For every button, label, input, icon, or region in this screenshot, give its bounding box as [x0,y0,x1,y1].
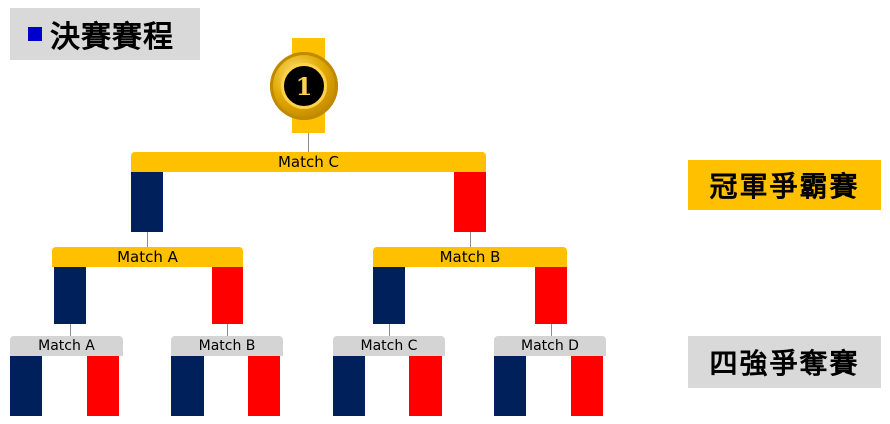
final-flag-left-navy [131,172,163,232]
medal-number: 1 [281,63,327,109]
qf4-flag-red [571,356,603,416]
qf3-flag-navy [333,356,365,416]
qf-match-label-2: Match B [198,338,256,354]
connector-line [227,324,228,336]
gold-medal-icon: 1 [270,52,338,120]
qf2-flag-navy [171,356,204,416]
title-box: 決賽賽程 [10,8,200,60]
square-bullet-icon [28,27,42,41]
qf1-flag-navy [10,356,42,416]
semi-left-label: Match A [117,248,178,266]
qf2-flag-white [204,356,248,416]
page-title: 決賽賽程 [50,20,174,55]
qf4-flag-white [526,356,571,416]
final-match-bar: Match C [131,152,486,172]
connector-line [308,133,309,152]
final-match-label: Match C [277,153,339,171]
qf-match-bar-4: Match D [494,336,606,356]
semi-right-label: Match B [439,248,501,266]
qf1-flag-white [42,356,87,416]
semi-right-match-bar: Match B [373,247,567,267]
connector-line [470,232,471,247]
qf-match-bar-1: Match A [10,336,123,356]
connector-line [551,324,552,336]
semi-stage-label: 四強爭奪賽 [688,336,881,388]
qf3-flag-white [365,356,409,416]
qf-match-bar-3: Match C [333,336,445,356]
qf1-flag-red [87,356,119,416]
qf-match-bar-2: Match B [171,336,283,356]
semi-left-match-bar: Match A [52,247,243,267]
qf-match-label-1: Match A [38,338,95,354]
qf-match-label-3: Match C [360,338,418,354]
connector-line [389,324,390,336]
qf2-flag-red [248,356,280,416]
qf3-flag-red [409,356,442,416]
connector-line [147,232,148,247]
qf-match-label-4: Match D [521,338,579,354]
semi-right-flag-navy [373,267,405,324]
semi-right-flag-red [535,267,567,324]
connector-line [70,324,71,336]
qf4-flag-navy [494,356,526,416]
semi-left-flag-navy [54,267,86,324]
final-flag-right-red [454,172,486,232]
semi-left-flag-red [212,267,243,324]
final-stage-label: 冠軍爭霸賽 [688,160,881,210]
